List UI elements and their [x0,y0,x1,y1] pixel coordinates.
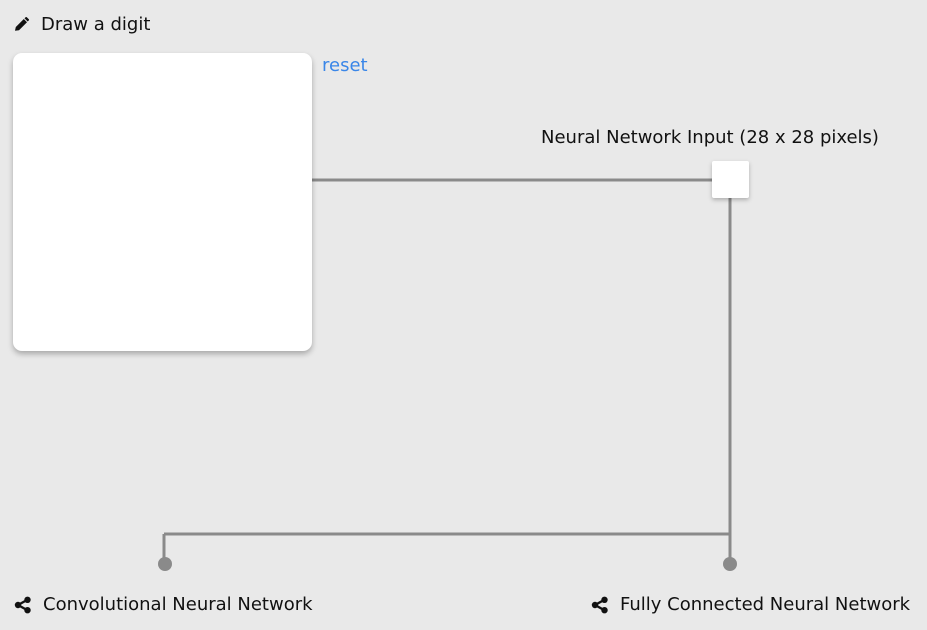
share-icon [591,596,609,614]
draw-title: Draw a digit [12,14,150,36]
cnn-output-label-text: Convolutional Neural Network [43,594,313,615]
fc-output-label-text: Fully Connected Neural Network [620,594,911,615]
network-input-preview [712,161,749,198]
draw-title-text: Draw a digit [41,14,151,35]
drawing-canvas[interactable] [13,53,312,351]
fc-node-dot [723,557,737,571]
reset-link[interactable]: reset [322,55,368,76]
input-caption: Neural Network Input (28 x 28 pixels) [541,127,879,148]
share-icon [14,596,32,614]
pencil-icon [12,16,30,34]
cnn-node-dot [158,557,172,571]
cnn-output-label[interactable]: Convolutional Neural Network [14,594,313,616]
fc-output-label[interactable]: Fully Connected Neural Network [591,594,910,616]
